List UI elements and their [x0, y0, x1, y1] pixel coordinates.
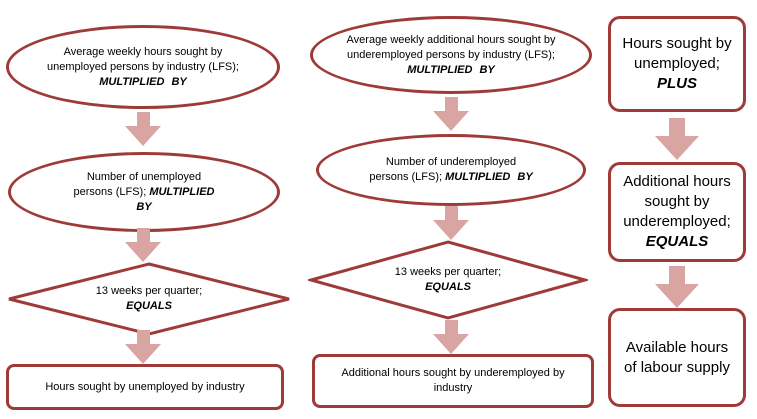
node-main-text: Additional hours sought by underemployed…: [623, 173, 731, 230]
node-emphasis-text: MULTIPLIED BY: [407, 63, 495, 76]
node-emphasis-text: EQUALS: [425, 281, 471, 293]
node-emphasis-text: EQUALS: [126, 300, 172, 312]
node-main-text: Hours sought by unemployed;: [622, 35, 732, 72]
node-text: Average weekly additional hours sought b…: [341, 33, 561, 78]
node-main-text: Number of underemployed persons (LFS);: [369, 156, 517, 183]
node-additional-hours-underemployed-industry: Additional hours sought by underemployed…: [312, 354, 594, 408]
node-main-text: Available hours of labour supply: [624, 338, 730, 376]
node-additional-hours-underemployed: Additional hours sought by underemployed…: [608, 162, 746, 262]
node-number-unemployed: Number of unemployed persons (LFS); MULT…: [8, 152, 280, 232]
node-text: Hours sought by unemployed by industry: [45, 380, 244, 395]
down-arrow-icon: [655, 266, 699, 308]
node-emphasis-text: PLUS: [656, 75, 697, 92]
node-main-text: Average weekly hours sought by unemploye…: [47, 45, 239, 73]
node-emphasis-text: EQUALS: [645, 233, 709, 250]
down-arrow-icon: [125, 228, 161, 262]
node-text: Average weekly hours sought by unemploye…: [37, 45, 249, 90]
node-avg-weekly-hours-unemployed: Average weekly hours sought by unemploye…: [6, 25, 280, 109]
down-arrow-icon: [433, 97, 469, 131]
node-hours-sought-unemployed: Hours sought by unemployed; PLUS: [608, 16, 746, 112]
node-main-text: Average weekly additional hours sought b…: [346, 33, 556, 61]
node-main-text: Number of unemployed persons (LFS);: [73, 170, 202, 198]
down-arrow-icon: [125, 112, 161, 146]
node-avg-weekly-additional-hours-underemployed: Average weekly additional hours sought b…: [310, 16, 592, 94]
node-text: Additional hours sought by underemployed…: [619, 172, 735, 252]
node-text: 13 weeks per quarter; EQUALS: [395, 265, 501, 295]
node-number-underemployed: Number of underemployed persons (LFS); M…: [316, 134, 586, 206]
node-text: Hours sought by unemployed; PLUS: [619, 34, 735, 94]
node-text: 13 weeks per quarter; EQUALS: [96, 284, 202, 314]
node-main-text: Additional hours sought by underemployed…: [341, 367, 565, 394]
node-emphasis-text: MULTIPLIED BY: [136, 185, 215, 213]
node-13-weeks-quarter-left: 13 weeks per quarter; EQUALS: [6, 262, 292, 336]
node-available-hours-labour-supply: Available hours of labour supply: [608, 308, 746, 407]
down-arrow-icon: [433, 320, 469, 354]
diamond-shape: [308, 240, 588, 320]
down-arrow-icon: [433, 206, 469, 240]
node-text: Number of underemployed persons (LFS); M…: [367, 155, 535, 185]
down-arrow-icon: [125, 330, 161, 364]
node-hours-sought-unemployed-industry: Hours sought by unemployed by industry: [6, 364, 284, 410]
node-main-text: 13 weeks per quarter;: [95, 285, 203, 297]
node-emphasis-text: MULTIPLIED BY: [99, 75, 187, 88]
node-text: Number of unemployed persons (LFS); MULT…: [66, 170, 222, 215]
node-13-weeks-quarter-middle: 13 weeks per quarter; EQUALS: [308, 240, 588, 320]
node-text: Available hours of labour supply: [619, 338, 735, 378]
node-main-text: 13 weeks per quarter;: [394, 266, 502, 278]
down-arrow-icon: [655, 118, 699, 160]
node-emphasis-text: MULTIPLIED BY: [445, 171, 533, 183]
node-main-text: Hours sought by unemployed by industry: [45, 380, 245, 393]
node-text: Additional hours sought by underemployed…: [325, 366, 581, 396]
